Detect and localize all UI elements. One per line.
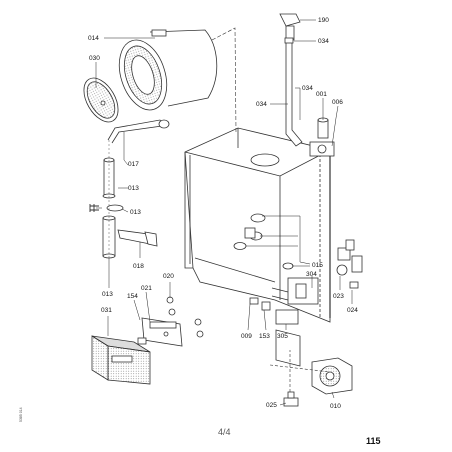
fan-assembly [311, 357, 353, 395]
callout-031: 031 [101, 307, 112, 314]
drain-hose [117, 229, 158, 247]
callout-013: 013 [128, 185, 139, 192]
flue-pipe [107, 119, 170, 144]
callout-025: 025 [266, 402, 277, 409]
callout-190: 190 [318, 17, 329, 24]
callout-001: 001 [316, 91, 327, 98]
drawing-code: 5385 014 [19, 407, 23, 422]
callout-015: 015 [312, 262, 323, 269]
pipe-034 [279, 13, 303, 147]
callout-020: 020 [163, 273, 174, 280]
callout-154: 154 [127, 293, 138, 300]
leader-lines [95, 19, 353, 406]
assembly-line [211, 27, 237, 133]
page-number: 115 [366, 436, 381, 446]
air-vent [309, 117, 335, 157]
callout-009: 009 [241, 333, 252, 340]
callouts: 014 030 017 013 013 018 013 154 021 031 … [88, 17, 358, 410]
fittings-020 [166, 296, 204, 338]
callout-030: 030 [89, 55, 100, 62]
callout-034-top: 034 [318, 38, 329, 45]
callout-010: 010 [330, 403, 341, 410]
control-box [141, 317, 183, 347]
callout-034-mid: 034 [302, 85, 313, 92]
callout-018: 018 [133, 263, 144, 270]
internal-fittings [233, 213, 294, 270]
callout-017: 017 [128, 161, 139, 168]
callout-034-left: 034 [256, 101, 267, 108]
callout-021: 021 [141, 285, 152, 292]
callout-304: 304 [306, 271, 317, 278]
electronics-cover [91, 335, 151, 385]
heat-exchanger-drum [118, 29, 218, 111]
valve-023 [336, 239, 355, 276]
sheet-number: 4/4 [218, 427, 231, 437]
callout-013-clip: 013 [130, 209, 141, 216]
callout-013-lower: 013 [102, 291, 113, 298]
boiler-frame [184, 127, 331, 323]
sensor-025 [283, 391, 299, 407]
fitting-154 [137, 337, 147, 345]
callout-023: 023 [333, 293, 344, 300]
gas-valve [271, 277, 319, 305]
callout-014: 014 [88, 35, 99, 42]
valve-024 [349, 255, 363, 289]
burner-door [83, 77, 119, 123]
siphon-assembly [102, 157, 124, 259]
assembly-line [269, 350, 331, 392]
lower-fittings [249, 297, 301, 367]
callout-006: 006 [332, 99, 343, 106]
clip [89, 204, 99, 212]
callout-305: 305 [277, 333, 288, 340]
callout-024: 024 [347, 307, 358, 314]
callout-153: 153 [259, 333, 270, 340]
